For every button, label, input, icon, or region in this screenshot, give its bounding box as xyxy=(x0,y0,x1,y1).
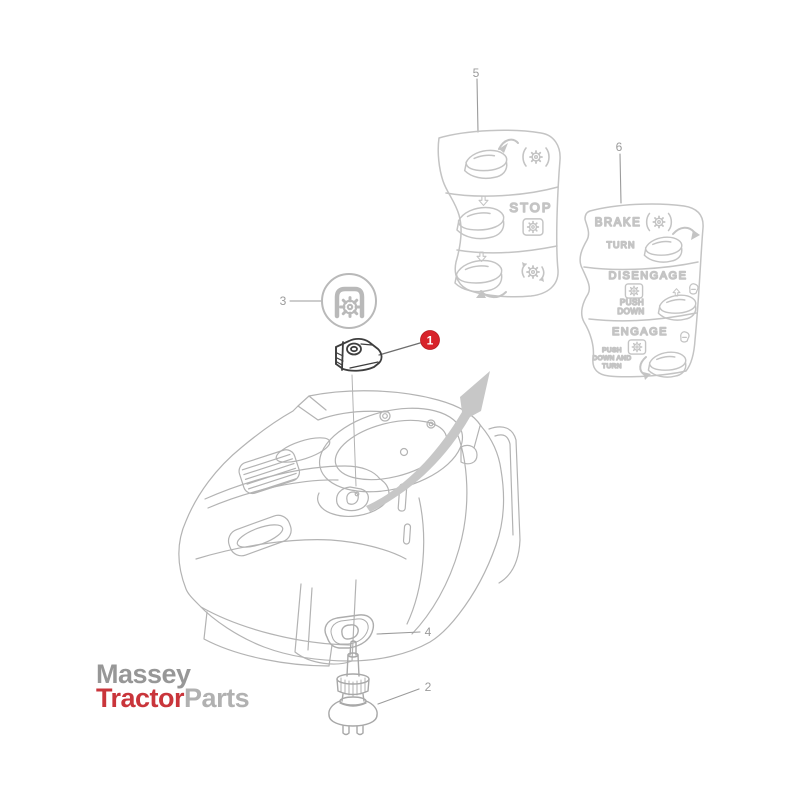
part-1-switch-highlight xyxy=(335,337,383,372)
decal-5-stop-text: STOP xyxy=(509,200,552,215)
pedal-icon xyxy=(454,259,503,293)
switch-mount-plate xyxy=(336,486,369,512)
pedal-icon xyxy=(643,236,683,263)
curved-arrow-icon xyxy=(691,230,700,240)
decal-3-roundel xyxy=(321,273,377,329)
decal-6-divider xyxy=(588,312,697,322)
decal-6-downand-text: DOWN AND xyxy=(593,355,632,362)
down-arrow-icon xyxy=(478,195,489,206)
decal-6-push-text: PUSH xyxy=(620,298,644,307)
press-icon xyxy=(689,283,699,295)
decal-6-push2-text: PUSH xyxy=(602,347,622,354)
watermark-tractor: Tractor xyxy=(96,683,185,713)
press-icon xyxy=(680,331,690,343)
gasket-part-4 xyxy=(324,614,375,649)
curved-arrow-icon xyxy=(498,138,519,150)
decal-6-turn2-text: TURN xyxy=(602,363,622,370)
callout-4-leader xyxy=(376,631,421,635)
decal-5-outline xyxy=(437,129,561,298)
decal-6-turn-text: TURN xyxy=(607,240,636,250)
gear-box-icon xyxy=(523,219,543,235)
curved-arrow-icon xyxy=(672,226,695,235)
decal-5: STOP xyxy=(437,129,561,299)
gear-box-icon xyxy=(625,284,642,298)
decal-5-divider xyxy=(445,186,559,197)
direction-arrow xyxy=(366,371,490,512)
gear-parentheses-icon xyxy=(647,213,672,230)
curved-arrow-icon xyxy=(476,290,486,298)
curved-arrow-icon xyxy=(643,372,651,380)
console-drawing xyxy=(178,390,521,667)
cowl-bolt xyxy=(428,421,434,427)
decal-5-divider xyxy=(456,245,558,254)
watermark-parts: Parts xyxy=(184,683,250,713)
cowl-bolt xyxy=(399,447,409,457)
curved-arrow-icon xyxy=(499,143,508,153)
callout-1-leader xyxy=(378,342,421,356)
decal-6-disengage-text: DISENGAGE xyxy=(609,270,688,282)
callout-5-label: 5 xyxy=(473,66,480,80)
gear-rotate-icon xyxy=(522,262,544,282)
decal-6-outline xyxy=(579,203,704,378)
decal-6: BRAKE TURN DISENGAGE PUSH DOWN ENGAGE PU… xyxy=(579,203,704,380)
gear-parentheses-icon xyxy=(523,148,549,166)
gear-bracket-icon xyxy=(334,286,365,319)
cowl-bolt xyxy=(426,419,436,429)
callout-1-badge[interactable]: 1 xyxy=(420,330,440,350)
decal-6-brake-text: BRAKE xyxy=(595,217,642,229)
callout-1-label: 1 xyxy=(427,334,434,348)
callout-4-label: 4 xyxy=(425,625,432,639)
decal-6-divider xyxy=(583,261,699,271)
callout-2-label: 2 xyxy=(425,680,432,694)
toggle-switch-part-2 xyxy=(328,640,378,736)
cowl-bolt xyxy=(382,413,388,419)
pedal-icon xyxy=(647,351,687,378)
pedal-icon xyxy=(463,149,508,180)
callout-6-label: 6 xyxy=(616,140,623,154)
lower-left-pocket xyxy=(227,514,292,557)
console-outline xyxy=(178,390,505,662)
pedal-icon xyxy=(456,206,505,240)
gear-box-icon xyxy=(628,340,645,354)
callout-3-label: 3 xyxy=(280,294,287,308)
watermark-massey: Massey xyxy=(96,659,191,689)
decal-6-engage-text: ENGAGE xyxy=(612,326,668,338)
callout-5-leader xyxy=(476,78,479,133)
decal-6-down-text: DOWN xyxy=(617,307,644,316)
cowl-bolt xyxy=(379,410,391,422)
callout-6-leader xyxy=(619,153,622,204)
part1-to-console-leader xyxy=(351,374,357,487)
callout-2-leader xyxy=(377,688,420,705)
